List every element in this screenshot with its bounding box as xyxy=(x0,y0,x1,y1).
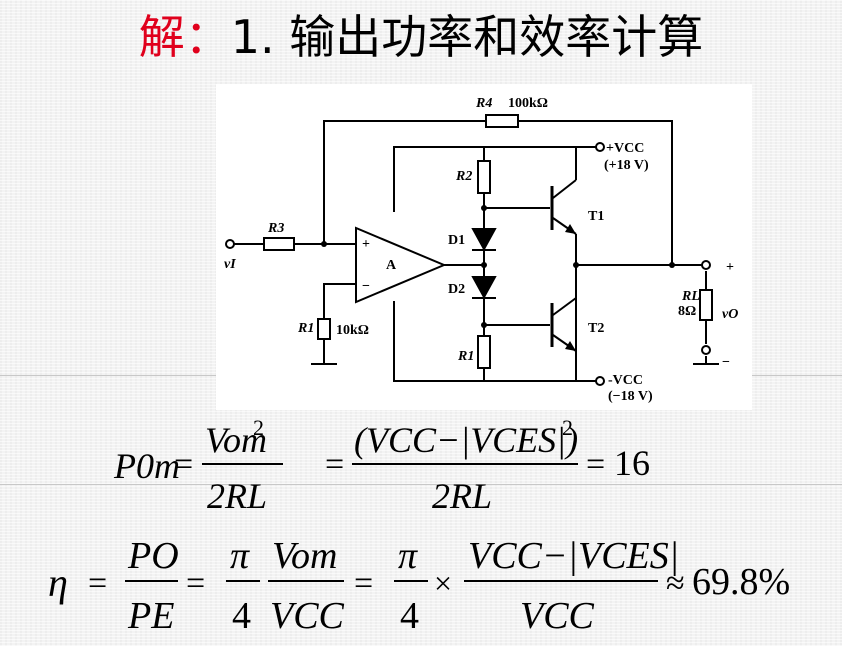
output-plus: + xyxy=(726,260,734,275)
t2-emitter-arrow xyxy=(565,341,576,351)
eta-four-1: 4 xyxy=(232,595,251,637)
p0m-exp2: 2 xyxy=(562,415,573,440)
r4-value: 100kΩ xyxy=(508,96,548,111)
amp-plus: + xyxy=(362,237,370,252)
amp-label: A xyxy=(386,258,397,273)
circuit-svg: R4 100kΩ +VCC (+18 V) R2 T1 R3 D1 + A − … xyxy=(224,96,738,404)
eta-eq3: = xyxy=(354,565,373,602)
p0m-eq1: = xyxy=(174,446,193,483)
eta-num2: Vom xyxy=(272,535,337,577)
input-label: vI xyxy=(224,257,236,272)
equation-eta: η = PO PE = π 4 Vom VCC = π 4 × VCC−|VCE… xyxy=(48,535,790,637)
circuit-wires xyxy=(234,120,719,382)
resistor-r3 xyxy=(263,237,295,251)
t2-label: T2 xyxy=(588,321,604,336)
vcc-negative-terminal xyxy=(595,376,605,386)
eta-approx: ≈ xyxy=(666,565,685,602)
vcc-negative-value: (−18 V) xyxy=(608,389,653,404)
resistor-rl xyxy=(699,289,713,321)
p0m-lhs: P0m xyxy=(113,446,180,486)
divider-line xyxy=(0,484,842,485)
resistor-r4 xyxy=(485,114,519,128)
amp-minus: − xyxy=(362,279,370,294)
eta-pi-1: π xyxy=(230,535,250,577)
vcc-negative-label: -VCC xyxy=(608,373,643,388)
p0m-num1: Vom xyxy=(205,420,267,460)
p0m-num2: (VCC−|VCES|) xyxy=(354,420,578,460)
eta-lhs: η xyxy=(48,560,68,605)
p0m-result: 16 xyxy=(614,443,650,483)
equation-p0m: P0m = Vom 2 2RL = (VCC−|VCES|) 2 2RL = 1… xyxy=(113,415,650,516)
eta-four-2: 4 xyxy=(400,595,419,637)
eta-times: × xyxy=(434,565,452,601)
title-lead: 解： xyxy=(138,10,231,64)
vcc-positive-label: +VCC xyxy=(606,141,644,156)
eta-num3: VCC−|VCES| xyxy=(468,535,679,577)
resistor-r2 xyxy=(477,160,491,194)
p0m-eq2: = xyxy=(325,446,344,483)
r2-label: R2 xyxy=(455,169,472,184)
eta-den1: PE xyxy=(127,595,174,637)
eta-den3: VCC xyxy=(520,595,595,637)
vcc-positive-terminal xyxy=(595,142,605,152)
r3-label: R3 xyxy=(267,221,284,236)
circuit-diagram: R4 100kΩ +VCC (+18 V) R2 T1 R3 D1 + A − … xyxy=(216,84,752,410)
r4-label: R4 xyxy=(475,96,492,111)
output-minus: − xyxy=(722,355,730,370)
resistor-r1-ground xyxy=(317,318,331,340)
d2-label: D2 xyxy=(448,282,465,297)
output-terminal-bottom xyxy=(701,345,711,355)
p0m-den1: 2RL xyxy=(207,476,267,516)
resistor-group xyxy=(263,114,713,369)
resistor-r5 xyxy=(477,335,491,369)
input-terminal xyxy=(225,239,235,249)
rl-value: 8Ω xyxy=(678,304,696,319)
t1-emitter-arrow xyxy=(565,224,576,234)
eta-result: 69.8% xyxy=(692,561,790,603)
r5-label: R1 xyxy=(457,349,474,364)
terminal-group xyxy=(225,142,711,386)
p0m-eq3: = xyxy=(586,446,605,483)
op-amp-triangle xyxy=(355,226,447,304)
t1-label: T1 xyxy=(588,209,604,224)
d1-label: D1 xyxy=(448,233,465,248)
eta-eq1: = xyxy=(88,565,107,602)
output-label: vO xyxy=(722,307,738,322)
output-terminal-top xyxy=(701,260,711,270)
eta-den2: VCC xyxy=(270,595,345,637)
eta-eq2: = xyxy=(186,565,205,602)
p0m-den2: 2RL xyxy=(432,476,492,516)
rl-label: RL xyxy=(681,289,700,304)
title-text: 1. 输出功率和效率计算 xyxy=(230,10,704,64)
eta-num1: PO xyxy=(127,535,179,577)
slide-title: 解：1. 输出功率和效率计算 xyxy=(0,2,842,72)
vcc-positive-value: (+18 V) xyxy=(604,158,649,173)
diode-d1 xyxy=(471,228,497,252)
eta-pi-2: π xyxy=(398,535,418,577)
junction-dots xyxy=(321,205,675,328)
p0m-exp1: 2 xyxy=(253,415,264,440)
r1-ground-label: R1 xyxy=(297,321,314,336)
r1-ground-value: 10kΩ xyxy=(336,323,369,338)
diode-d2 xyxy=(471,276,497,300)
